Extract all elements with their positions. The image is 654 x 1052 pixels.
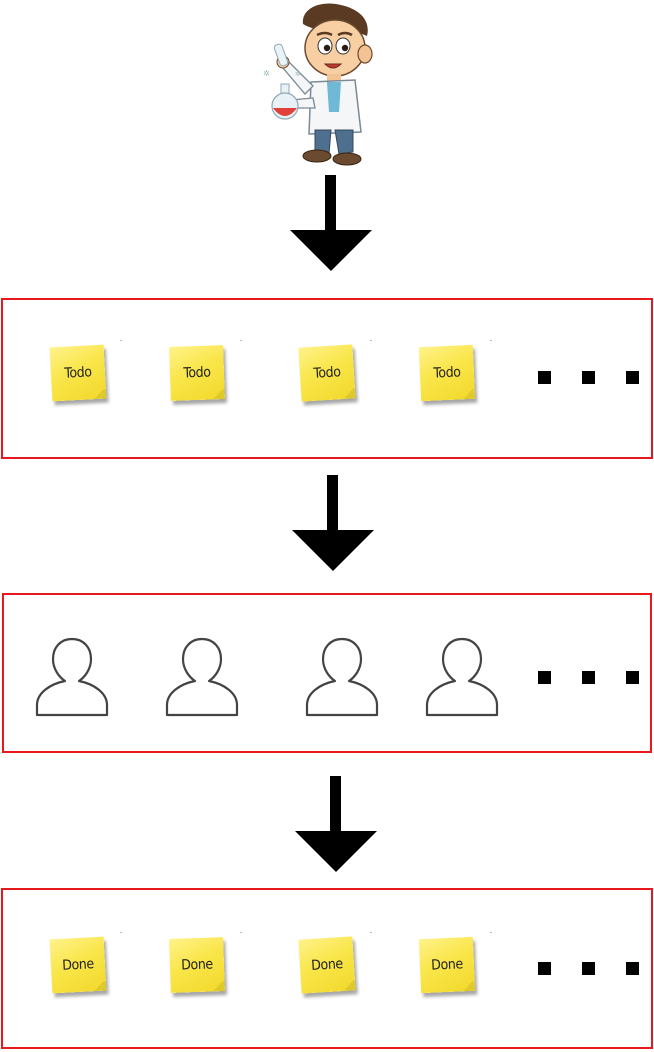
workers-stage-box — [2, 593, 652, 753]
speck — [120, 340, 122, 341]
svg-text:✲: ✲ — [295, 70, 301, 78]
ellipsis-icon — [538, 671, 639, 685]
arrow-down-icon — [286, 175, 376, 275]
speck — [240, 340, 242, 341]
speck — [490, 340, 492, 341]
todo-stage-box: Todo Todo Todo Todo — [1, 298, 653, 459]
arrow-down-icon — [288, 475, 378, 575]
todo-note: Todo — [418, 344, 476, 402]
todo-note: Todo — [169, 345, 225, 401]
scientist-with-flask-icon: ✲ ✲ — [255, 2, 385, 170]
person-outline-icon — [164, 635, 240, 717]
done-stage-box: Done Done Done Done — [1, 888, 653, 1049]
done-note: Done — [418, 936, 476, 994]
speck — [490, 932, 492, 933]
arrow-down-icon — [291, 776, 381, 876]
speck — [370, 340, 372, 341]
todo-note: Todo — [298, 344, 356, 402]
done-note: Done — [298, 936, 356, 994]
done-note: Done — [169, 937, 225, 993]
todo-note: Todo — [49, 344, 107, 402]
svg-text:✲: ✲ — [263, 69, 270, 78]
ellipsis-icon — [538, 962, 639, 976]
speck — [240, 932, 242, 933]
person-outline-icon — [304, 635, 380, 717]
done-note: Done — [49, 936, 107, 994]
person-outline-icon — [34, 635, 110, 717]
speck — [120, 932, 122, 933]
ellipsis-icon — [538, 371, 639, 385]
person-outline-icon — [424, 635, 500, 717]
speck — [370, 932, 372, 933]
